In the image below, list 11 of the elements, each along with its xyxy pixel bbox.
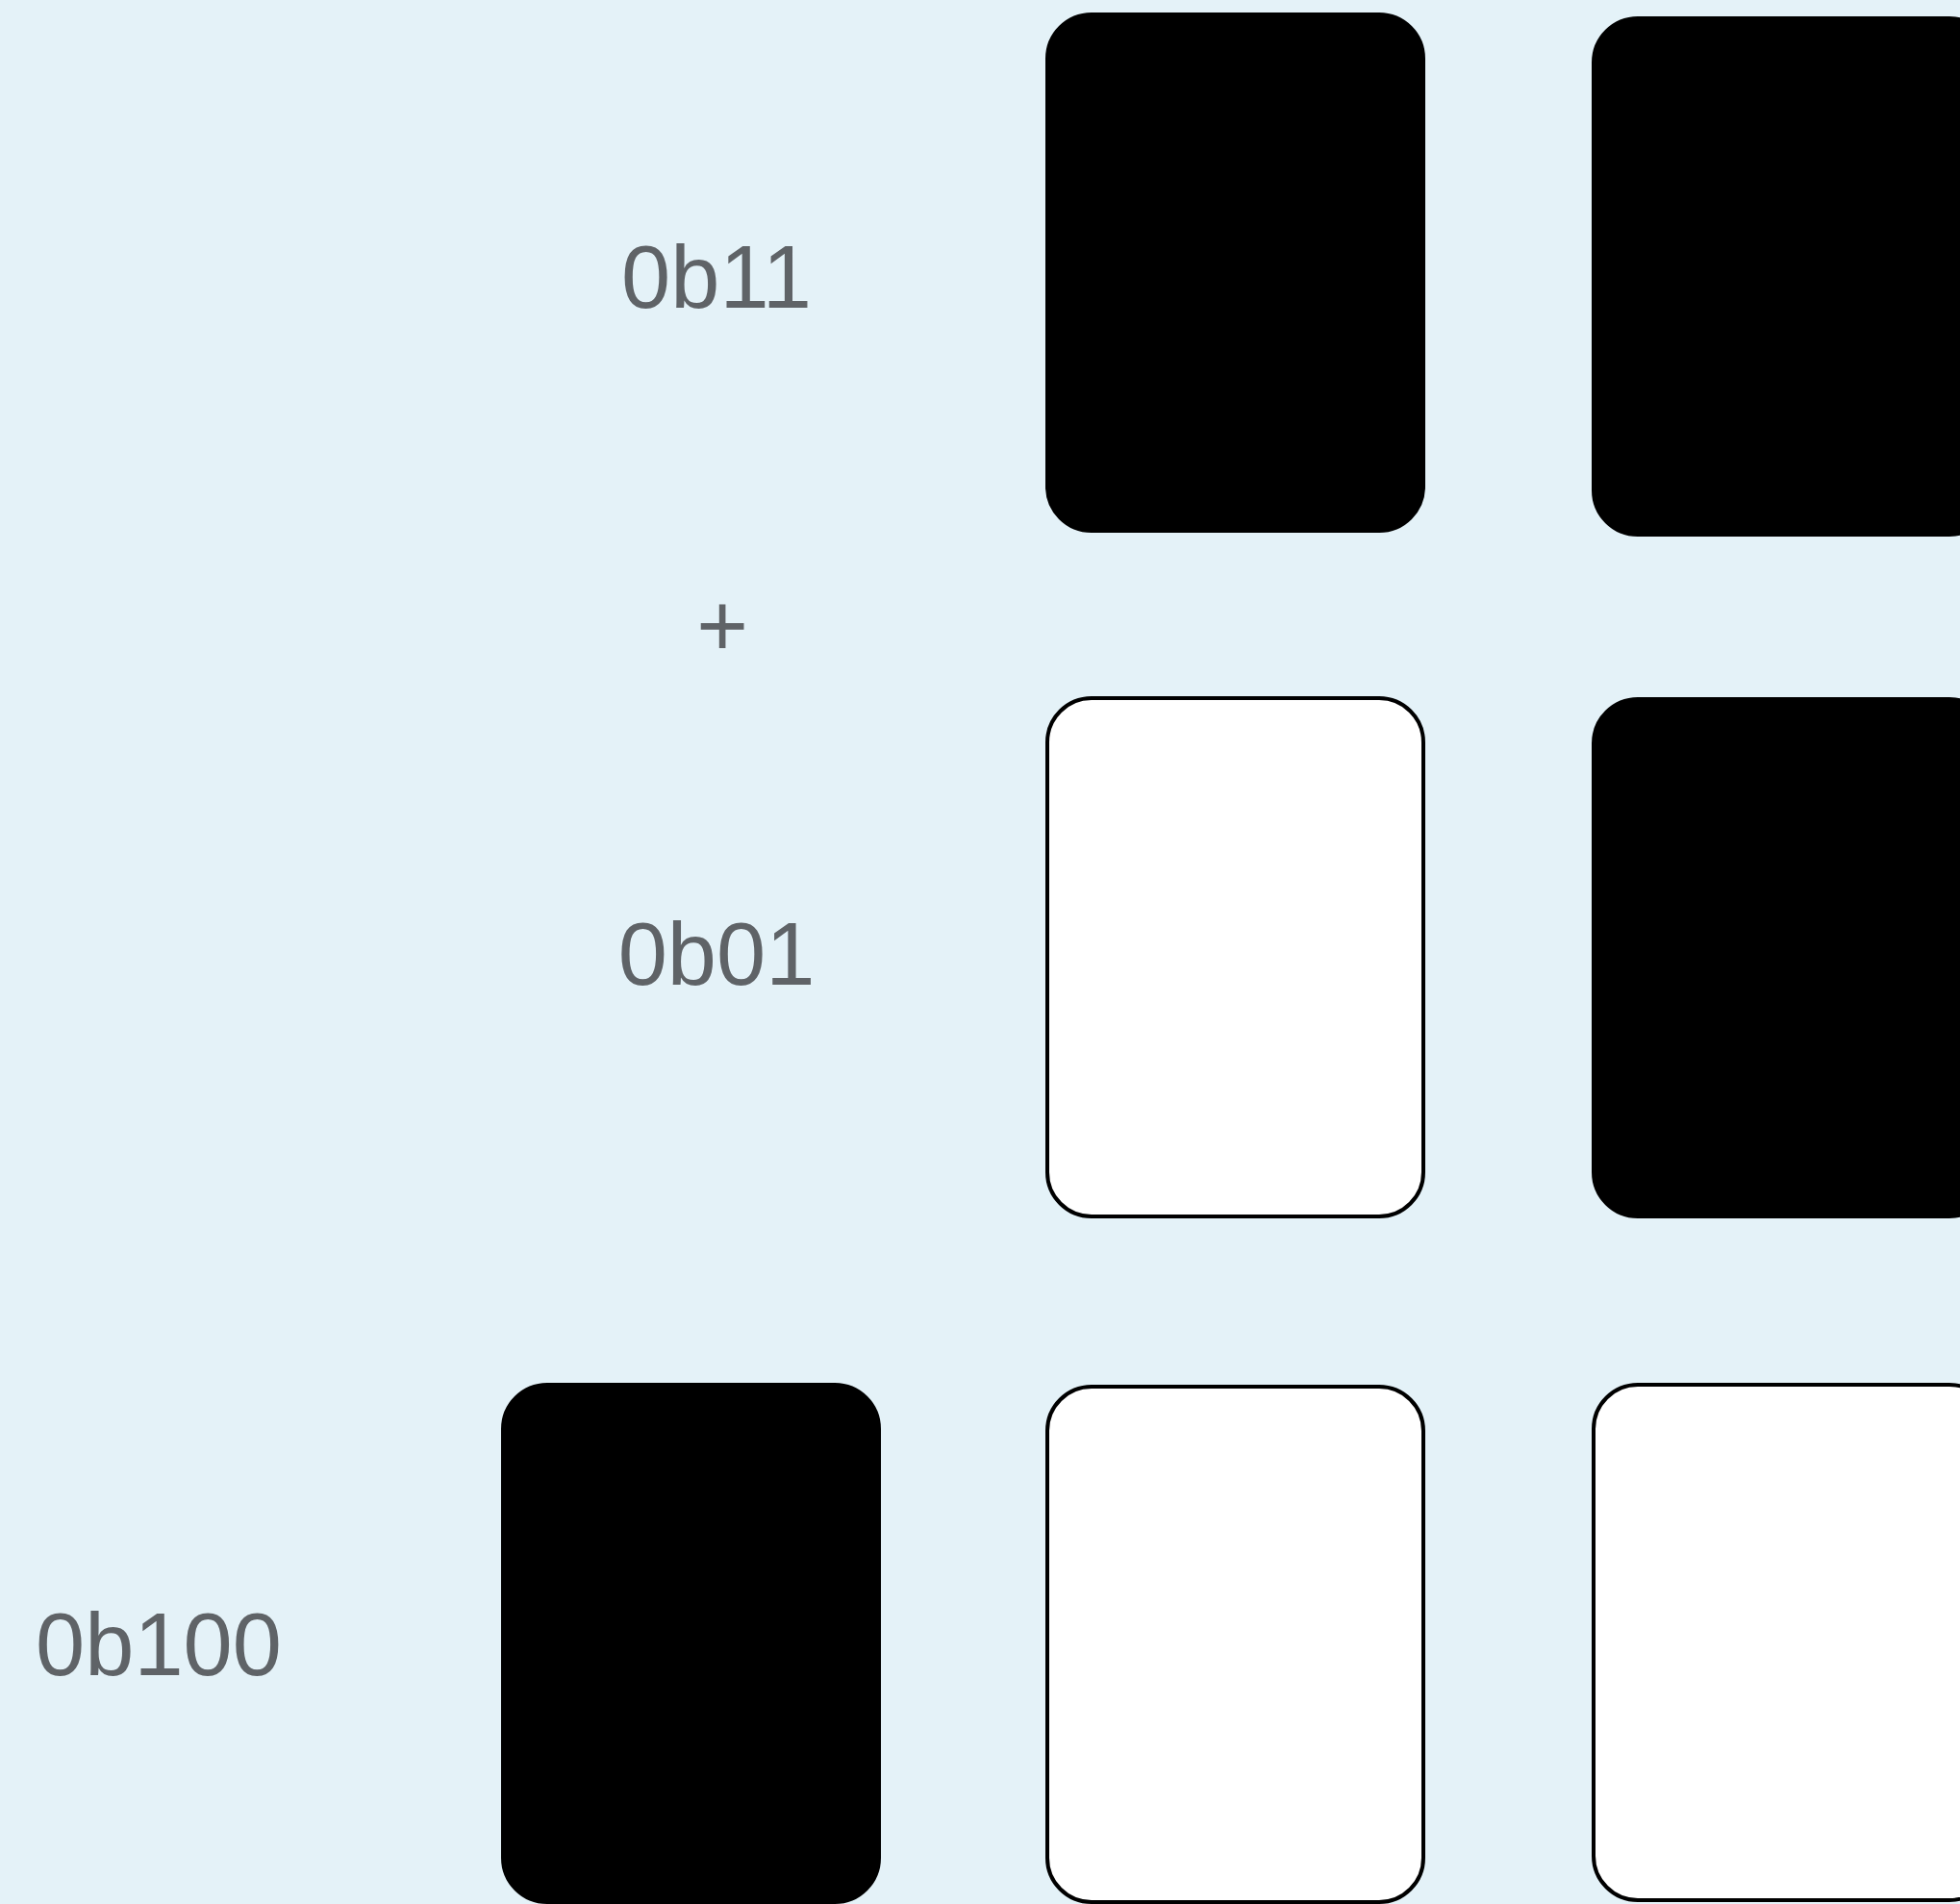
filled-tile (1592, 697, 1960, 1218)
filled-tile (1592, 16, 1960, 537)
filled-tile (501, 1383, 881, 1904)
binary-number: 0b11 (621, 233, 812, 321)
empty-tile (1045, 1385, 1425, 1904)
binary-number: 0b01 (617, 910, 816, 998)
empty-tile (1592, 1383, 1960, 1902)
empty-tile (1045, 696, 1425, 1218)
plus-sign: + (696, 581, 748, 669)
filled-tile (1045, 13, 1425, 533)
binary-number: 0b100 (36, 1600, 282, 1689)
